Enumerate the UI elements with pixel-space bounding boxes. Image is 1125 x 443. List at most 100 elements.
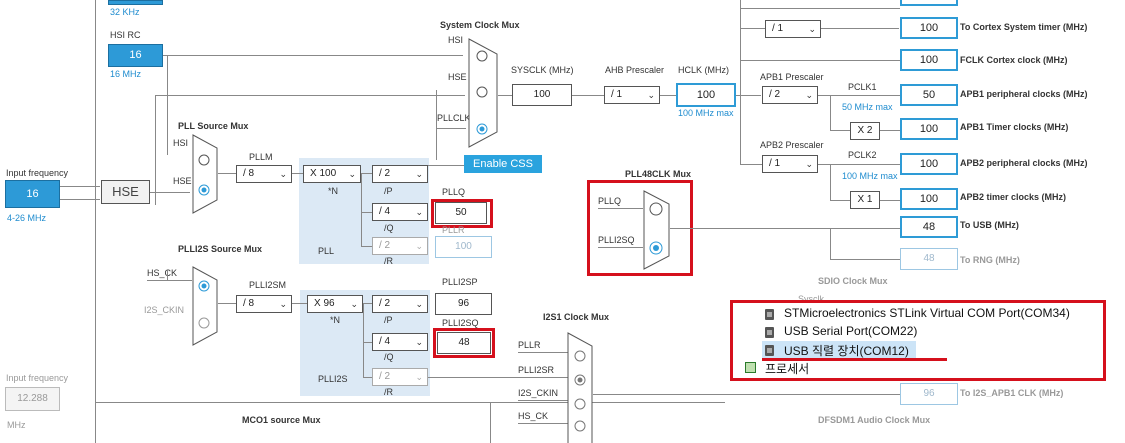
pll-q-select[interactable]: / 4⌄ xyxy=(372,203,428,221)
com-port-item-selected[interactable]: USB 직렬 장치(COM12) xyxy=(784,344,909,358)
chevron-down-icon: ⌄ xyxy=(805,159,813,169)
hse-sys-wire xyxy=(155,95,156,205)
hsi-pll-wire xyxy=(167,55,168,155)
plli2s-q-select[interactable]: / 4 ⌄ xyxy=(372,333,428,351)
pll-source-mux-title: PLL Source Mux xyxy=(178,121,249,131)
chevron-down-icon: ⌄ xyxy=(415,207,423,217)
processor-category[interactable]: 프로세서 xyxy=(765,362,810,376)
cortex-timer-output[interactable]: 100 xyxy=(900,17,958,39)
apb1-prescaler-select[interactable]: / 2 ⌄ xyxy=(762,86,818,104)
lse-box[interactable] xyxy=(108,0,163,5)
apb1-timer-multiplier: X 2 xyxy=(850,122,880,140)
apb1-peripheral-output-label: APB1 peripheral clocks (MHz) xyxy=(960,89,1088,99)
apb1-timer-output[interactable]: 100 xyxy=(900,118,958,140)
pclk2-label: PCLK2 xyxy=(848,150,877,160)
sysclk-value[interactable]: 100 xyxy=(512,84,572,106)
i2s-apb1-output-label: To I2S_APB1 CLK (MHz) xyxy=(960,388,1064,398)
pllq-label: PLLQ xyxy=(442,187,466,197)
i2s1-mux[interactable] xyxy=(567,332,593,443)
plli2sm-value: / 8 xyxy=(243,298,255,309)
plli2s-q-value: / 4 xyxy=(379,336,391,347)
chevron-down-icon: ⌄ xyxy=(415,299,423,309)
plli2s-source-mux[interactable] xyxy=(192,266,218,346)
red-underline xyxy=(762,358,947,361)
chevron-down-icon: ⌄ xyxy=(415,372,423,382)
pll-source-mux[interactable] xyxy=(192,134,218,214)
ahb-prescaler-select[interactable]: / 1⌄ xyxy=(604,86,660,104)
pllm-select[interactable]: / 8⌄ xyxy=(236,165,292,183)
pll-n-select[interactable]: X 100⌄ xyxy=(303,165,361,183)
system-clock-mux[interactable] xyxy=(468,38,498,148)
plli2s-p-select[interactable]: / 2⌄ xyxy=(372,295,428,313)
plli2s-n-select[interactable]: X 96⌄ xyxy=(307,295,363,313)
apb1-timer-wire-v xyxy=(830,95,831,130)
hclk-out-wire xyxy=(736,95,761,96)
top-wire xyxy=(740,8,900,9)
apb2-peripheral-output[interactable]: 100 xyxy=(900,153,958,175)
plli2s-n-in-wire xyxy=(292,303,307,304)
system-clock-mux-title: System Clock Mux xyxy=(440,20,520,30)
left-bus-line xyxy=(95,0,96,443)
com-port-item[interactable]: USB Serial Port(COM22) xyxy=(784,324,918,338)
sysmux-pllclk-label: PLLCLK xyxy=(437,113,471,123)
hclk-label: HCLK (MHz) xyxy=(678,65,729,75)
hsi-rc-value[interactable]: 16 xyxy=(108,44,163,67)
apb2-timer-wire-h xyxy=(830,200,850,201)
sysmux-hse-label: HSE xyxy=(448,72,467,82)
i2s-input-frequency[interactable]: 12.288 xyxy=(5,387,60,411)
plli2sm-label: PLLI2SM xyxy=(249,280,287,290)
chevron-down-icon: ⌄ xyxy=(415,337,423,347)
dfsdm-mux-title: DFSDM1 Audio Clock Mux xyxy=(818,415,931,425)
device-icon xyxy=(765,309,774,320)
hse-block[interactable]: HSE xyxy=(101,180,150,204)
apb1-timer-out-wire xyxy=(880,130,900,131)
usb-output[interactable]: 48 xyxy=(900,216,958,238)
apb2-wire xyxy=(740,164,762,165)
apb2-prescaler-select[interactable]: / 1⌄ xyxy=(762,155,818,173)
plli2s-r-select[interactable]: / 2⌄ xyxy=(372,368,428,386)
chevron-down-icon: ⌄ xyxy=(805,90,813,100)
chevron-down-icon: ⌄ xyxy=(808,24,816,34)
com-port-item[interactable]: STMicroelectronics STLink Virtual COM Po… xyxy=(784,306,1070,320)
lse-freq: 32 KHz xyxy=(110,7,140,17)
cortex-out-wire xyxy=(821,28,899,29)
apb2-max: 100 MHz max xyxy=(842,171,898,181)
rng-wire xyxy=(830,259,900,260)
sysclk-wire xyxy=(498,95,512,96)
apb1-timer-wire-h xyxy=(830,130,850,131)
pll48-mux[interactable] xyxy=(643,190,670,270)
chevron-down-icon: ⌄ xyxy=(415,169,423,179)
apb2-timer-output[interactable]: 100 xyxy=(900,188,958,210)
sdio-sysclk-label: Sysclk xyxy=(798,294,825,304)
input2-unit: MHz xyxy=(7,420,26,430)
top-output-box xyxy=(900,0,958,6)
pll48-pllq-wire xyxy=(598,208,643,209)
plli2sr-wire xyxy=(428,377,568,378)
pll-q-in-wire xyxy=(361,212,372,213)
pclk1-label: PCLK1 xyxy=(848,82,877,92)
com-port-popup xyxy=(733,302,1103,378)
fclk-output[interactable]: 100 xyxy=(900,49,958,71)
chevron-down-icon: ⌄ xyxy=(279,299,287,309)
hclk-value[interactable]: 100 xyxy=(676,83,736,107)
cortex-timer-divider[interactable]: / 1⌄ xyxy=(765,20,821,38)
pll-src-hse-label: HSE xyxy=(173,176,192,186)
hse-input-frequency[interactable]: 16 xyxy=(5,180,60,208)
cortex-timer-output-label: To Cortex System timer (MHz) xyxy=(960,22,1088,32)
apb1-peripheral-output[interactable]: 50 xyxy=(900,84,958,106)
enable-css-button[interactable]: Enable CSS xyxy=(464,155,542,173)
pllq-value: 50 xyxy=(435,202,487,224)
plli2sm-select[interactable]: / 8 ⌄ xyxy=(236,295,292,313)
plli2sp-label: PLLI2SP xyxy=(442,277,478,287)
pll-p-select[interactable]: / 2⌄ xyxy=(372,165,428,183)
chevron-down-icon: ⌄ xyxy=(279,169,287,179)
pll-r-select[interactable]: / 2⌄ xyxy=(372,237,428,255)
apb1-prescaler-value: / 2 xyxy=(769,89,781,100)
rng-wire-v xyxy=(830,228,831,260)
input-frequency-label: Input frequency xyxy=(6,168,69,178)
pllq-highlight xyxy=(431,199,493,228)
i2s-apb1-output[interactable]: 96 xyxy=(900,383,958,405)
apb2-timer-output-label: APB2 timer clocks (MHz) xyxy=(960,192,1067,202)
pll48-mux-title: PLL48CLK Mux xyxy=(625,169,692,179)
rng-output[interactable]: 48 xyxy=(900,248,958,270)
